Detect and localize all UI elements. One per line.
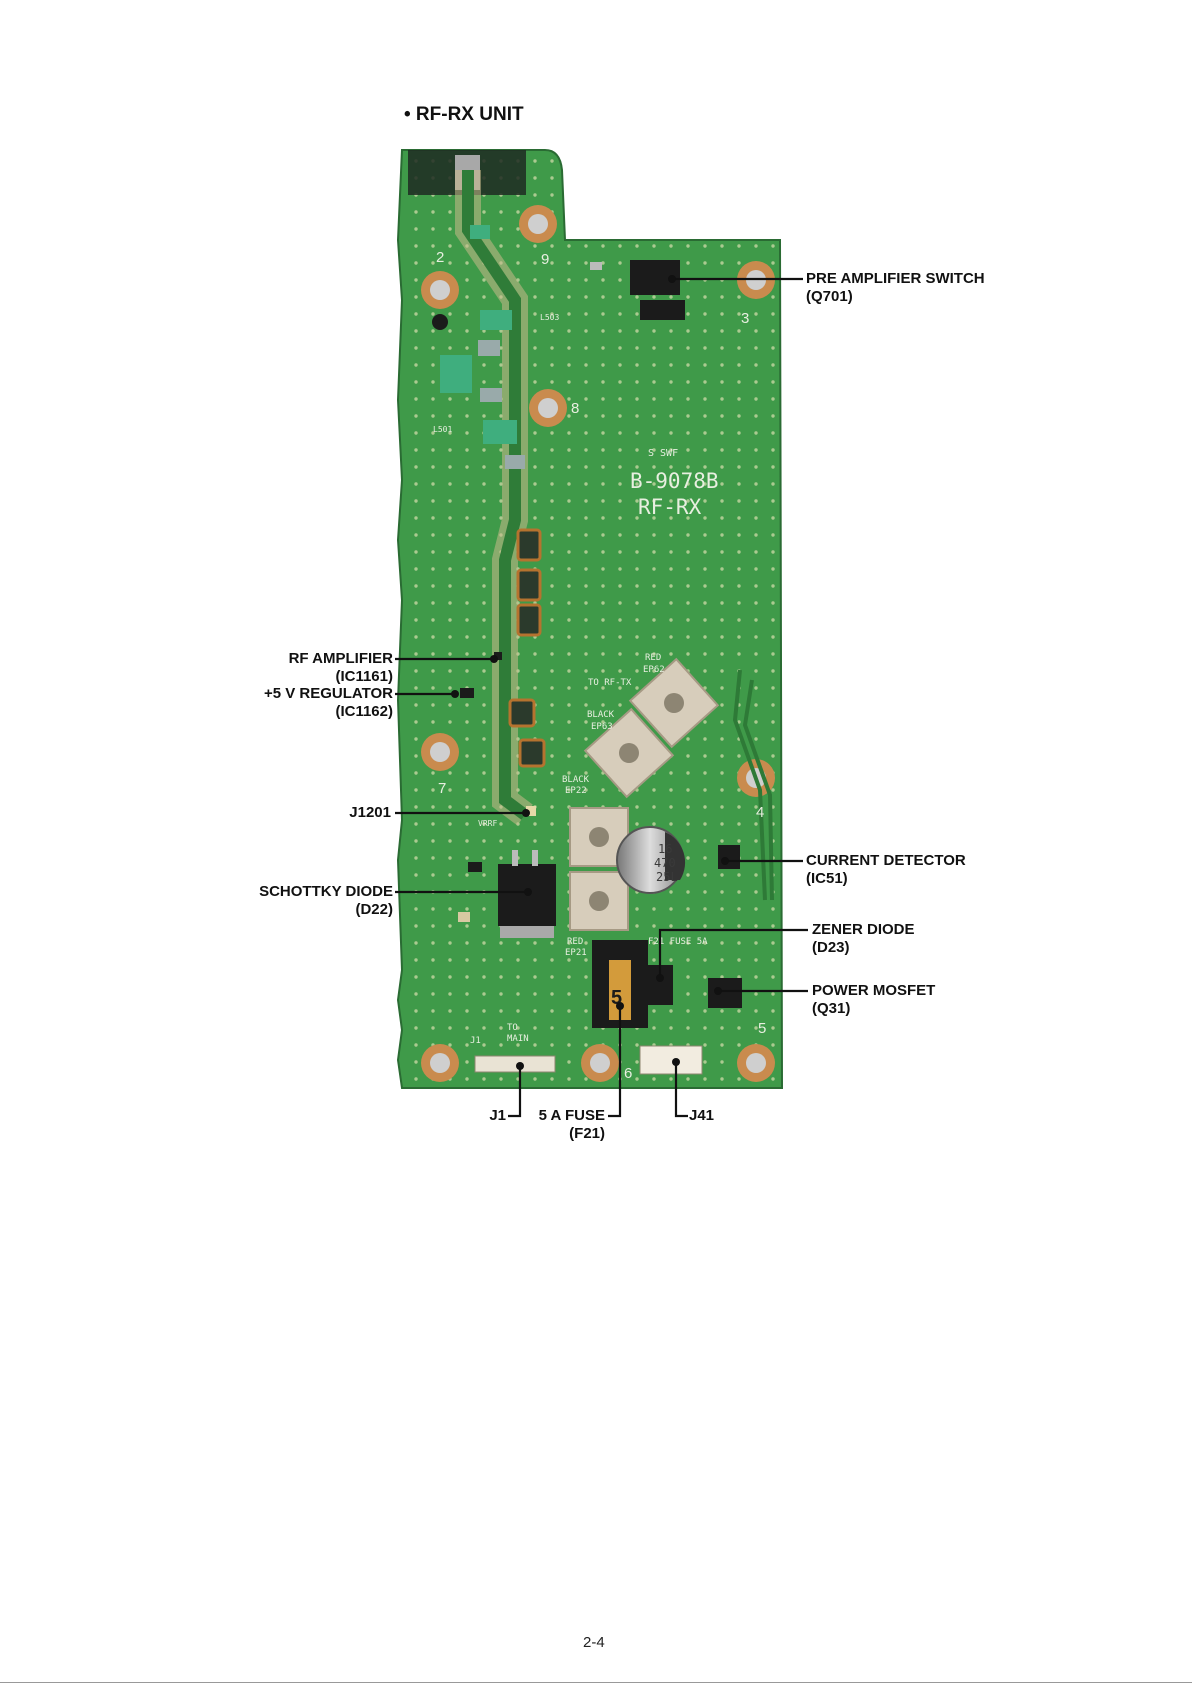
- label-pre-amplifier-switch: PRE AMPLIFIER SWITCH(Q701): [806, 270, 985, 305]
- silk-j1: J1: [470, 1036, 481, 1046]
- board-marking-line1: B-9078B: [630, 469, 719, 493]
- silk-black-ep63-2: EP63: [591, 722, 613, 732]
- hole-number-8: 8: [571, 400, 579, 417]
- hole-number-7: 7: [438, 780, 446, 797]
- screw-holes: [421, 205, 775, 1082]
- label-power-mosfet: POWER MOSFET(Q31): [812, 982, 936, 1017]
- leader-j41: [674, 1062, 688, 1118]
- label-rf-amplifier: RF AMPLIFIER(IC1161): [288, 650, 393, 685]
- fuse-digit: 5: [611, 987, 622, 1009]
- silk-red-ep21-1: RED: [567, 937, 583, 947]
- board-marking-line2: RF-RX: [638, 495, 702, 519]
- leader-lines: [395, 277, 808, 1118]
- silk-black-ep22-1: BLACK: [562, 775, 590, 785]
- silk-red-ep21-2: EP21: [565, 948, 587, 958]
- cap-marking-2: 470: [654, 856, 676, 870]
- silk-red-ep62-2: EP62: [643, 665, 665, 675]
- leader-dots: [451, 275, 729, 1070]
- label-schottky-diode: SCHOTTKY DIODE(D22): [259, 883, 393, 918]
- hole-number-6: 6: [624, 1065, 632, 1082]
- label-current-detector: CURRENT DETECTOR(IC51): [806, 852, 966, 887]
- label-j41: J41: [689, 1107, 715, 1124]
- cap-marking-1: 16: [658, 842, 672, 856]
- hole-number-3: 3: [741, 310, 749, 327]
- leader-zener: [658, 928, 808, 978]
- silk-to-main-2: MAIN: [507, 1034, 529, 1044]
- label-regulator: +5 V REGULATOR(IC1162): [263, 685, 393, 720]
- silk-l501: L501: [433, 425, 452, 434]
- label-zener-diode: ZENER DIODE(D23): [812, 921, 915, 956]
- label-j1: J1: [489, 1107, 506, 1124]
- page-number: 2-4: [583, 1634, 605, 1651]
- label-5a-fuse: 5 A FUSE(F21): [538, 1107, 605, 1142]
- silk-l503: L503: [540, 313, 559, 322]
- silk-red-ep62-1: RED: [645, 653, 661, 663]
- silk-black-ep63-1: BLACK: [587, 710, 615, 720]
- cap-marking-3: 25L: [656, 870, 678, 884]
- silk-to-rf-tx: TO RF-TX: [588, 678, 632, 688]
- label-j1201: J1201: [349, 804, 391, 821]
- hole-number-4: 4: [756, 804, 764, 821]
- silk-fuse: F21 FUSE 5A: [648, 937, 708, 947]
- hole-number-5: 5: [758, 1020, 766, 1037]
- silk-black-ep22-2: EP22: [565, 786, 587, 796]
- silk-vrrf: VRRF: [478, 819, 497, 828]
- bottom-rule: [0, 1682, 1192, 1683]
- hole-number-9: 9: [541, 251, 549, 268]
- page-title: • RF-RX UNIT: [404, 104, 524, 125]
- hole-number-2: 2: [436, 249, 444, 266]
- board-marking-small: S SWF: [648, 448, 678, 459]
- silk-to-main-1: TO: [507, 1023, 518, 1033]
- leader-j1: [508, 1066, 522, 1118]
- leader-fuse: [608, 1006, 622, 1118]
